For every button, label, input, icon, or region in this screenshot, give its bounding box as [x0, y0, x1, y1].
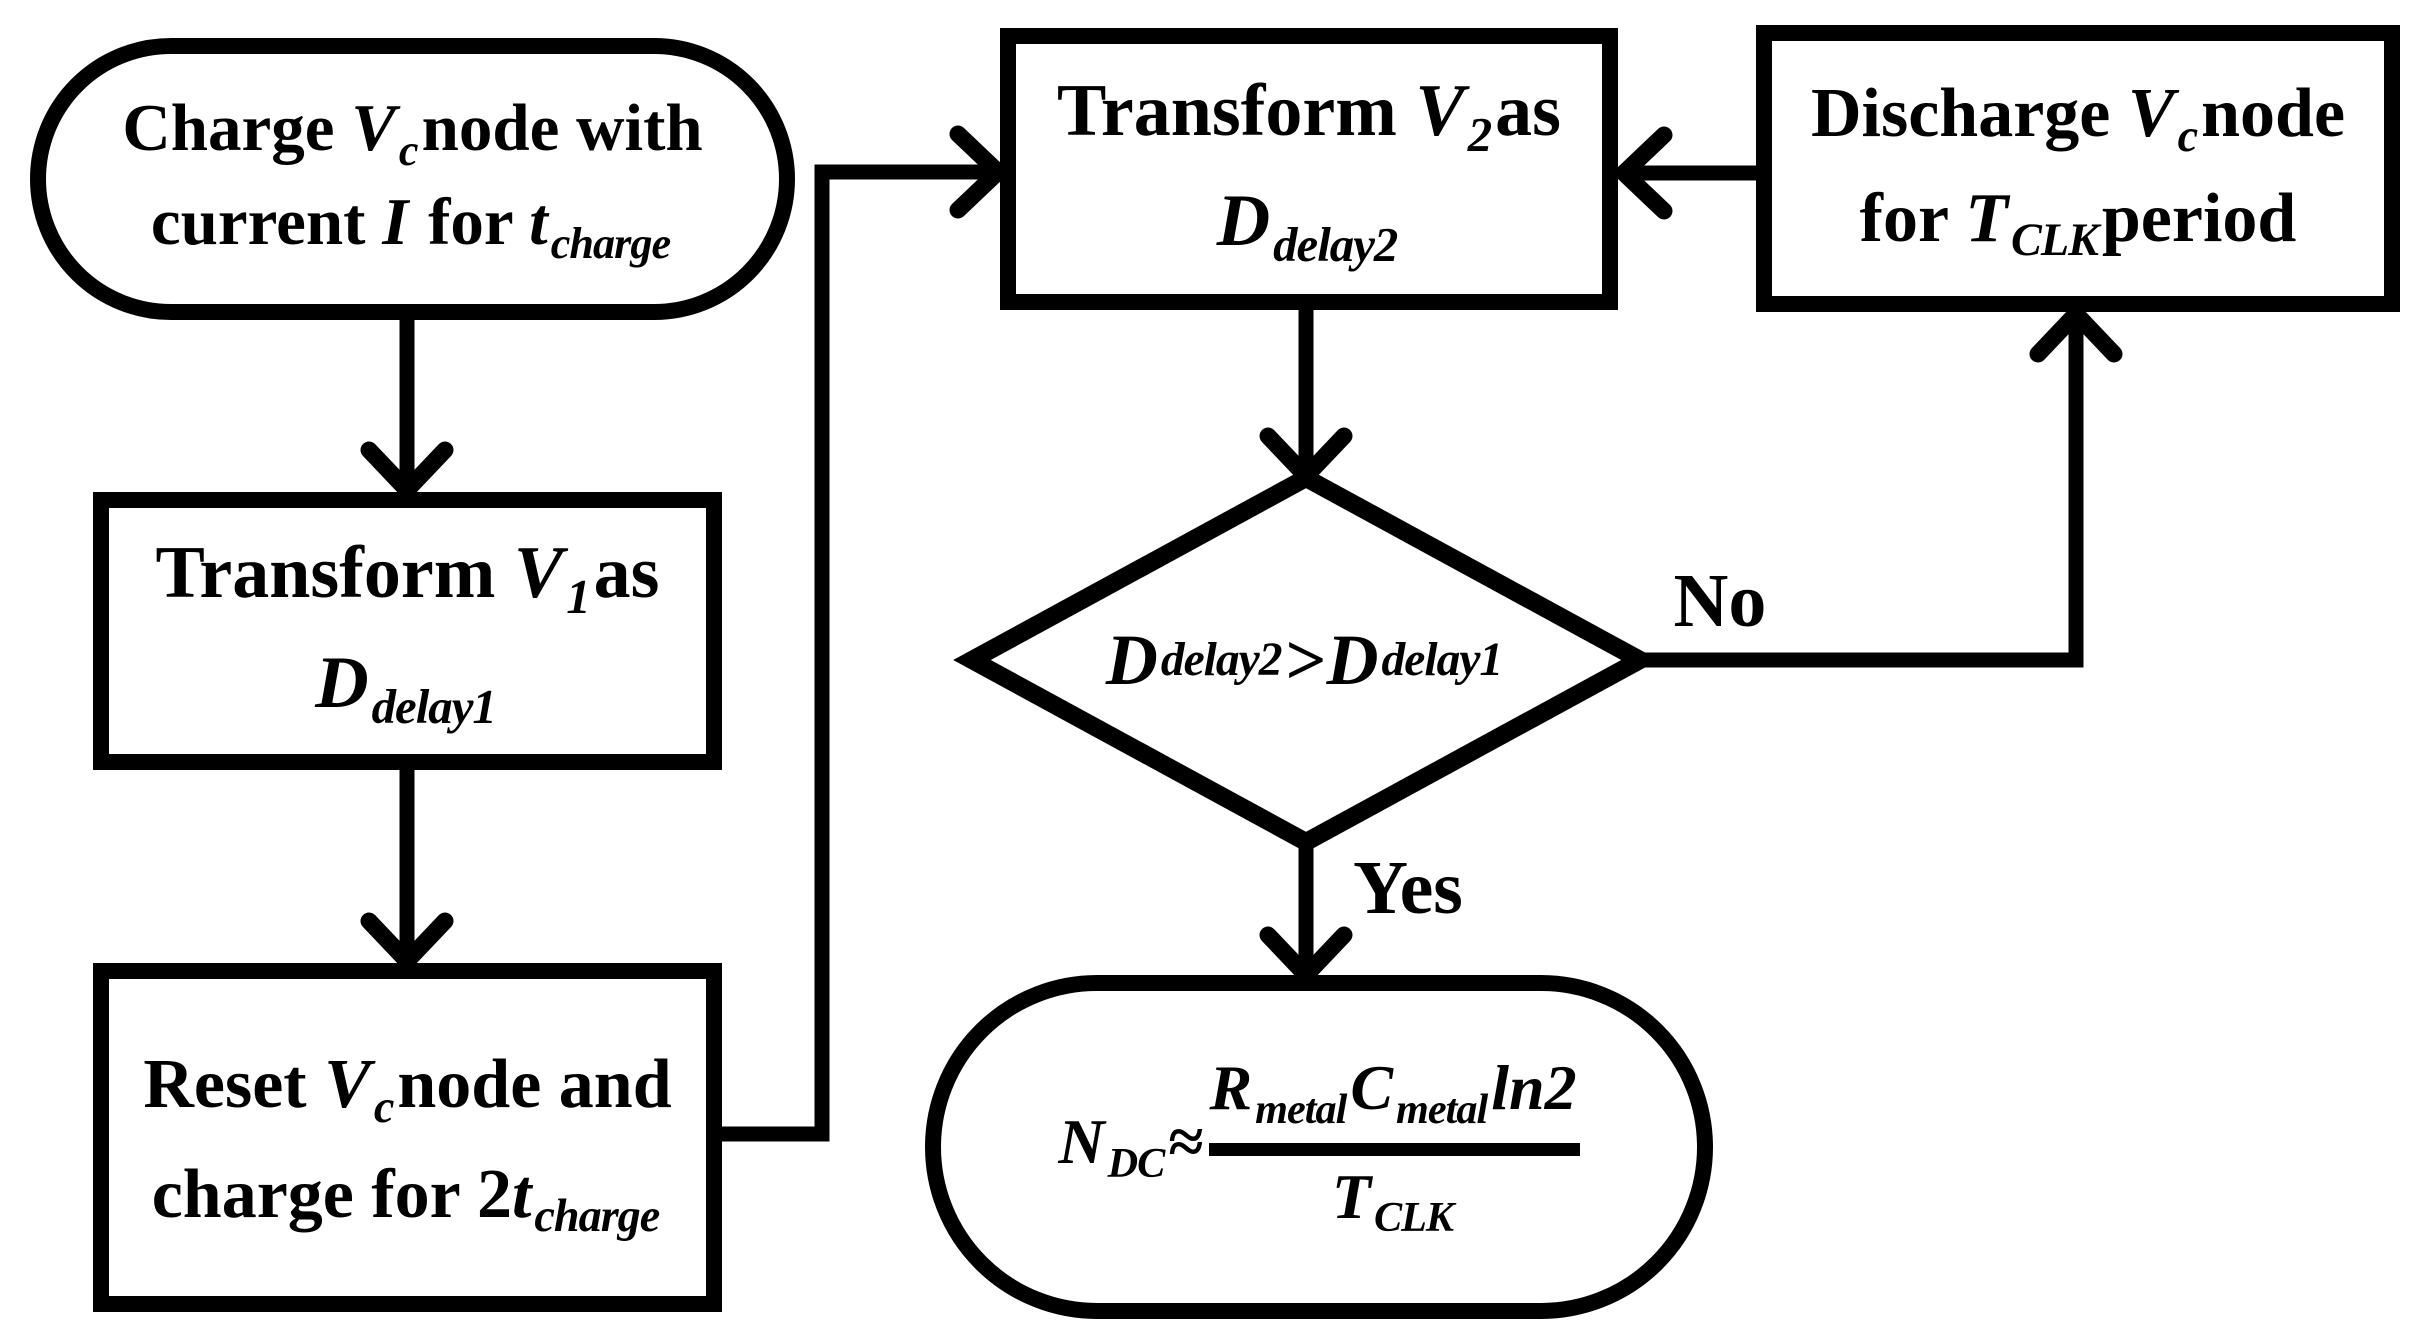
formula-fraction: RmetalCmetalln2 TCLK: [1209, 1051, 1580, 1242]
node-transform-v1-line2: Ddelay1: [315, 642, 497, 734]
arrowhead-up-into-discharge: [2029, 305, 2123, 363]
formula-lhs: NDC≈: [1058, 1106, 1204, 1187]
node-charge-line1: Charge Vcnode with: [122, 91, 703, 175]
formula-numerator: RmetalCmetalln2: [1209, 1052, 1577, 1133]
fraction-bar: [1209, 1142, 1580, 1156]
node-reset-line1: Reset Vcnode and: [143, 1046, 672, 1133]
node-reset-vc: Reset Vcnode and charge for 2tcharge: [93, 963, 722, 1312]
result-formula: NDC≈ RmetalCmetalln2 TCLK: [1058, 1051, 1580, 1242]
node-reset-line2: charge for 2tcharge: [151, 1155, 661, 1242]
arrowhead-down-into-reset: [360, 912, 454, 970]
edge-label-yes: Yes: [1353, 846, 1463, 930]
node-transform-v1: Transform V1as Ddelay1: [93, 492, 722, 770]
node-transform-v2-line1: Transform V2as: [1057, 70, 1561, 162]
edge-label-no: No: [1673, 559, 1767, 643]
node-discharge-line2: for TCLKperiod: [1859, 179, 2297, 266]
arrowhead-right-into-v2: [949, 125, 1007, 219]
node-charge-line2: current I for tcharge: [150, 185, 671, 269]
arrowhead-down-into-v1: [360, 441, 454, 499]
node-transform-v2: Transform V2as Ddelay2: [1000, 28, 1618, 310]
node-charge-vc: Charge Vcnode with current I for tcharge: [30, 38, 795, 320]
arrowhead-left-into-v2: [1615, 126, 1673, 220]
connector-reset-to-v2: [722, 164, 996, 1142]
node-transform-v1-line1: Transform V1as: [155, 532, 660, 624]
node-transform-v2-line2: Ddelay2: [1216, 180, 1399, 272]
node-result-formula: NDC≈ RmetalCmetalln2 TCLK: [925, 975, 1713, 1319]
formula-denominator: TCLK: [1331, 1160, 1454, 1242]
connector-decision-no-to-discharge: [1636, 320, 2084, 668]
node-discharge-vc: Discharge Vcnode for TCLKperiod: [1756, 25, 2400, 312]
node-discharge-line1: Discharge Vcnode: [1810, 75, 2346, 161]
decision-diamond-shape: [953, 467, 1659, 853]
